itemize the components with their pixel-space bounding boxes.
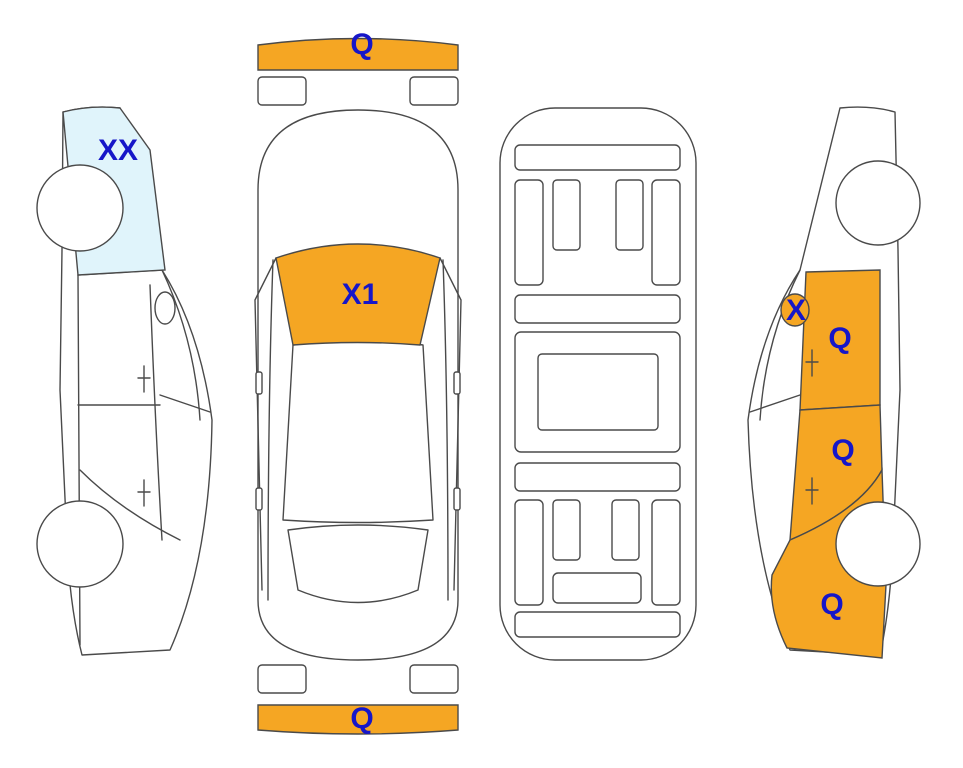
right-rear-quarter-label: Q bbox=[820, 588, 843, 621]
windshield-group[interactable]: X1 bbox=[275, 243, 441, 346]
front-bumper-label: Q bbox=[350, 28, 373, 61]
front-bumper bbox=[257, 37, 459, 71]
right-rear-wheel bbox=[835, 501, 921, 587]
underbody-outline bbox=[499, 107, 697, 661]
front-right-headlight bbox=[409, 76, 459, 106]
right-side-mirror-group[interactable]: X bbox=[780, 293, 810, 327]
underbody-view bbox=[499, 107, 697, 661]
rear-right-taillight bbox=[409, 664, 459, 694]
right-front-wheel bbox=[835, 160, 921, 246]
top-view-handle-right bbox=[453, 487, 461, 511]
right-side-mirror-label: X bbox=[786, 294, 806, 327]
rear-left-taillight bbox=[257, 664, 307, 694]
right-front-door-label: Q bbox=[828, 322, 851, 355]
top-view-mirror-right bbox=[453, 371, 461, 395]
rear-bumper-label: Q bbox=[350, 702, 373, 735]
rear-bumper bbox=[257, 704, 459, 735]
rear-bumper-group[interactable]: Q bbox=[257, 702, 459, 735]
right-side-view bbox=[747, 106, 901, 656]
front-bumper-group[interactable]: Q bbox=[257, 28, 459, 71]
right-rear-door-label: Q bbox=[831, 434, 854, 467]
front-left-headlight bbox=[257, 76, 307, 106]
top-view-rear-window bbox=[287, 524, 429, 604]
right-side-mirror bbox=[780, 293, 810, 327]
left-side-view bbox=[59, 106, 213, 656]
top-view-body bbox=[257, 109, 459, 661]
top-view-hood-line-left bbox=[267, 259, 274, 601]
top-view-hood-line-right bbox=[442, 259, 449, 601]
windshield-label: X1 bbox=[342, 278, 379, 311]
top-view-roof bbox=[282, 339, 434, 524]
top-view-mirror-left bbox=[255, 371, 263, 395]
left-rear-wheel bbox=[36, 500, 124, 588]
right-side-body bbox=[747, 106, 901, 656]
left-front-wheel bbox=[36, 164, 124, 252]
top-view-handle-left bbox=[255, 487, 263, 511]
right-front-door-group[interactable]: Q bbox=[799, 269, 881, 411]
top-view-car bbox=[254, 109, 462, 661]
left-side-window-label: XX bbox=[98, 134, 138, 167]
windshield bbox=[275, 243, 441, 346]
